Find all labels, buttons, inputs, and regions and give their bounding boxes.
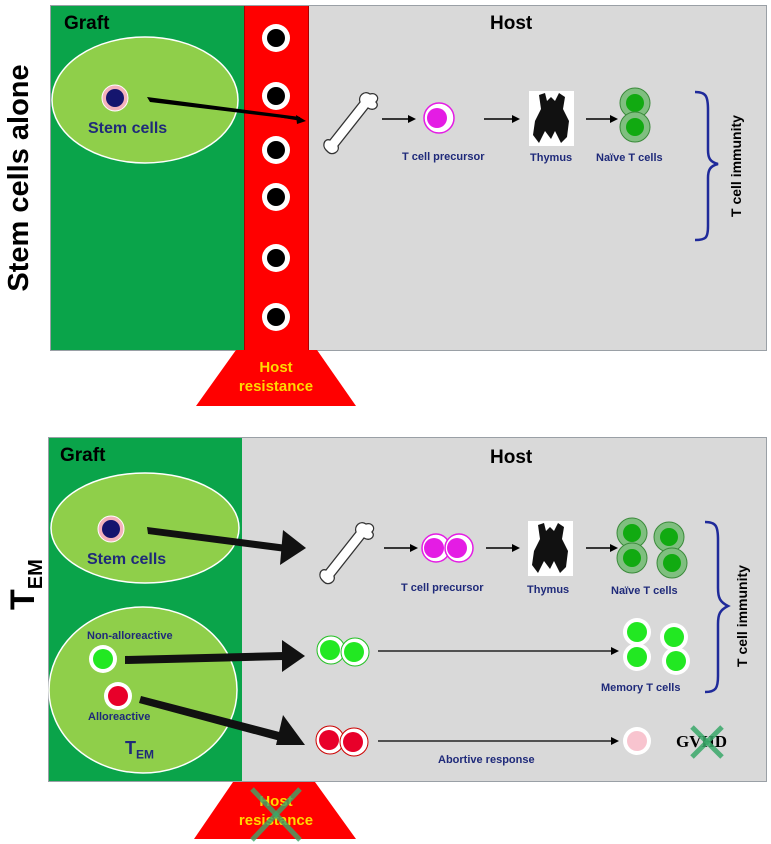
- bottom-alloreactive-progeny: [315, 725, 369, 757]
- bottom-non-alloreactive-label: Non-alloreactive: [87, 630, 173, 642]
- top-naive-t-cells-label: Naïve T cells: [596, 152, 663, 164]
- bottom-stem-arrow: [147, 527, 287, 552]
- bottom-abortive-response-label: Abortive response: [438, 754, 535, 766]
- top-graft-label: Graft: [64, 13, 110, 34]
- curly-brace-icon: [694, 90, 719, 242]
- curly-brace-icon: [704, 520, 731, 694]
- top-host-resistance-barrier: [244, 6, 309, 350]
- bottom-host-label: Host: [490, 447, 533, 468]
- top-migration-arrow-thin: [239, 109, 301, 121]
- bottom-tem-label-main: T: [125, 738, 136, 758]
- bottom-gvhd-label: GVHD: [676, 732, 727, 751]
- top-host-resistance-line2: resistance: [238, 378, 314, 395]
- top-stem-cell-nucleus: [106, 89, 124, 107]
- bottom-host-resistance-line1: Host: [259, 793, 293, 810]
- thymus-icon: [528, 521, 573, 576]
- top-host-label: Host: [490, 13, 533, 34]
- bottom-tem-label: TEM: [125, 738, 154, 762]
- bottom-nonallo-arrow: [125, 652, 284, 664]
- bottom-allo-arrow: [139, 696, 287, 742]
- top-graft-ellipse: [51, 36, 239, 164]
- top-naive-t-cells: [619, 87, 651, 143]
- bottom-t-cell-immunity-label: T cell immunity: [734, 565, 750, 667]
- bottom-graft-label: Graft: [60, 445, 106, 466]
- bottom-t-cell-precursor-label: T cell precursor: [401, 582, 484, 594]
- bottom-tem-label-sub: EM: [136, 747, 154, 762]
- top-host-resistance-trapezoid: [196, 350, 356, 406]
- bottom-t-cell-precursors: [421, 533, 474, 563]
- top-resistance-cells: [262, 24, 290, 331]
- bottom-memory-t-cells: [623, 618, 690, 675]
- top-stem-cells-label: Stem cells: [88, 120, 168, 137]
- top-host-resistance-label: Host resistance: [216, 358, 336, 396]
- bottom-naive-t-cells-label: Naïve T cells: [611, 585, 678, 597]
- bottom-host-resistance-line2: resistance: [238, 812, 314, 829]
- top-t-cell-precursor-label: T cell precursor: [402, 151, 485, 163]
- thymus-icon: [529, 91, 574, 146]
- top-host-resistance-line1: Host: [259, 359, 293, 376]
- bottom-thymus-label: Thymus: [527, 584, 570, 596]
- bottom-memory-t-cells-label: Memory T cells: [601, 682, 681, 694]
- bottom-stem-ellipse: [50, 472, 240, 584]
- bottom-alloreactive-label: Alloreactive: [88, 711, 151, 723]
- bottom-non-alloreactive-progeny: [316, 635, 370, 667]
- bottom-naive-t-cells: [616, 517, 688, 579]
- bone-icon: [323, 92, 379, 155]
- bottom-host-resistance-label: Host resistance: [216, 792, 336, 830]
- bottom-stem-cells-label: Stem cells: [87, 551, 167, 568]
- top-migration-arrowhead: [296, 115, 306, 124]
- bone-icon: [319, 522, 375, 585]
- top-thymus-label: Thymus: [530, 152, 573, 164]
